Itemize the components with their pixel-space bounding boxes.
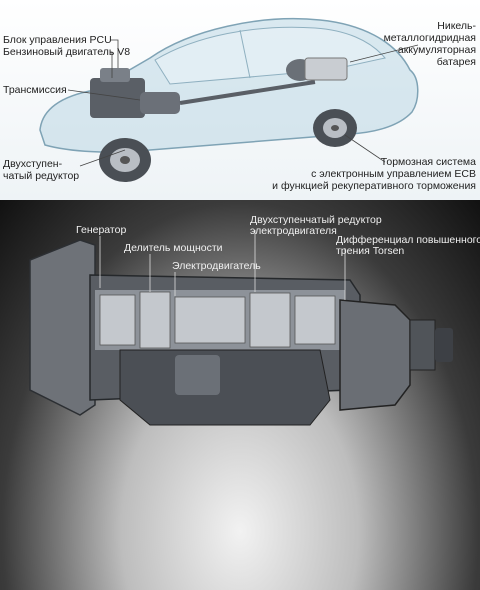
valve-body [175,355,220,395]
drive-shaft [179,80,316,105]
output-yoke [435,328,453,362]
label-power-split: Делитель мощности [124,242,223,254]
internal-gears [99,291,336,349]
output-flange [409,319,436,371]
label-brake-1: Тормозная система [380,156,476,168]
label-transmission: Трансмиссия [3,84,67,96]
top-leader-lines [67,39,419,167]
rear-wheel [313,109,357,147]
label-battery-1: Никель- [437,20,476,32]
battery-pack [304,57,348,81]
label-diff-1: Дифференциал повышенного [336,234,480,246]
label-pcu: Блок управления PCU [3,34,112,46]
label-motor: Электродвигатель [172,260,261,272]
transmission-cutaway-panel: Генератор Делитель мощности Электродвига… [0,200,480,590]
engine-block [90,78,145,118]
bell-housing [29,239,96,416]
label-battery-4: батарея [436,56,476,68]
car-illustration [39,17,419,182]
label-battery-2: металлогидридная [383,32,476,44]
pcu-unit [100,68,130,82]
label-reducer-1: Двухступен- [3,158,63,170]
label-battery-3: аккумуляторная [397,44,476,56]
label-diff-2: трения Torsen [336,245,405,257]
door-pillar [239,29,251,79]
car-cutaway-panel: Блок управления PCU Бензиновый двигатель… [0,0,480,200]
bottom-leader-lines [99,230,346,300]
front-wheel [99,138,151,182]
label-engine: Бензиновый двигатель V8 [3,46,131,58]
transmission-unit [140,92,180,114]
label-brake-2: с электронным управлением ECB [311,168,476,180]
label-reducer-2: чатый редуктор [3,170,80,182]
label-motor-reducer-2: электродвигателя [250,225,337,237]
label-brake-3: и функцией рекуперативного торможения [272,180,476,192]
torsen-differential [339,299,411,411]
label-generator: Генератор [76,224,127,236]
transmission-illustration [29,230,453,426]
oil-pan [119,349,331,426]
label-motor-reducer-1: Двухступенчатый редуктор [250,214,382,226]
